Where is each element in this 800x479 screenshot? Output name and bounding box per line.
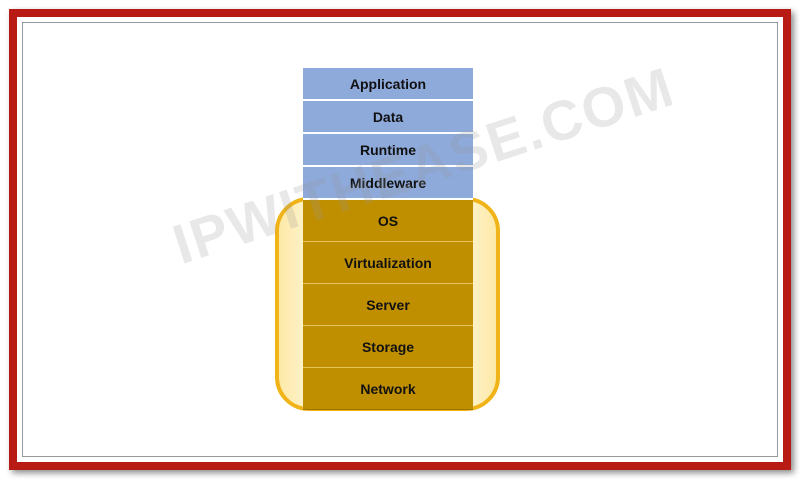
- layer-server: Server: [303, 284, 473, 326]
- layer-data: Data: [303, 101, 473, 134]
- layer-virtualization: Virtualization: [303, 242, 473, 284]
- layer-runtime: Runtime: [303, 134, 473, 167]
- layer-middleware: Middleware: [303, 167, 473, 200]
- frame-inner-border: [22, 22, 778, 457]
- cloud-service-stack: Application Data Runtime Middleware OS V…: [303, 68, 473, 410]
- layer-storage: Storage: [303, 326, 473, 368]
- layer-os: OS: [303, 200, 473, 242]
- layer-application: Application: [303, 68, 473, 101]
- layer-network: Network: [303, 368, 473, 410]
